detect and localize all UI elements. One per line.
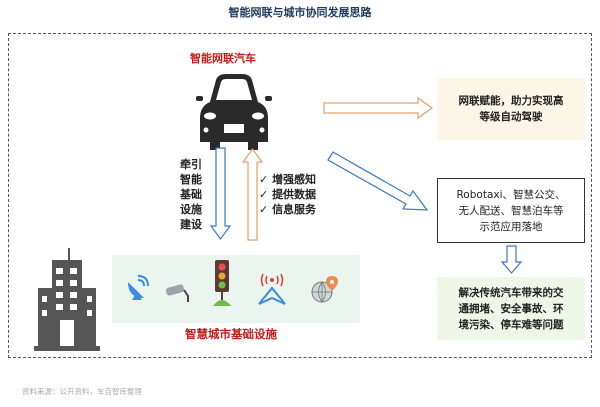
- outcome-line: 等级自动驾驶: [479, 111, 543, 123]
- check-icon: ✓: [259, 203, 269, 216]
- outcome-line: 境污染、停车难等问题: [458, 318, 564, 331]
- item-label: 信息服务: [272, 203, 317, 216]
- outcome-line: 通拥堵、安全事故、环: [458, 302, 564, 315]
- list-item: ✓ 增强感知: [259, 172, 316, 187]
- outcome-box-autonomous: 网联赋能，助力实现高等级自动驾驶: [437, 78, 585, 140]
- diagonal-arrow: [327, 151, 429, 211]
- car-icon: [196, 74, 272, 150]
- right-arrow: [323, 96, 434, 120]
- traffic-light-icon: [213, 260, 231, 306]
- outcome-line: 无人配送、智慧泊车等: [458, 204, 564, 217]
- outcome-box-applications: Robotaxi、智慧公交、无人配送、智慧泊车等示范应用落地: [437, 178, 585, 243]
- small-down-arrow: [501, 245, 523, 274]
- text-line: 设施: [180, 203, 202, 216]
- outcome-box-problems: 解决传统汽车带来的交通拥堵、安全事故、环境污染、停车难等问题: [437, 277, 585, 340]
- check-icon: ✓: [259, 173, 269, 186]
- outcome-line: Robotaxi、智慧公交、: [456, 188, 566, 201]
- building-icon: [34, 248, 100, 351]
- down-arrow: [210, 147, 232, 241]
- check-icon: ✓: [259, 188, 269, 201]
- car-label: 智能网联汽车: [190, 52, 256, 65]
- diagram-title: 智能网联与城市协同发展思路: [228, 6, 372, 19]
- outcome-line: 示范应用落地: [479, 220, 543, 233]
- signal-tower-icon: [258, 273, 286, 305]
- infra-label: 智慧城市基础设施: [185, 327, 277, 341]
- satellite-dish-icon: [128, 275, 149, 300]
- text-line: 智能: [180, 173, 202, 186]
- outcome-line: 网联赋能，助力实现高: [458, 95, 564, 107]
- dashed-frame: [8, 33, 592, 358]
- down-arrow-text: 牵引 智能 基础 设施 建设: [180, 157, 202, 232]
- cctv-camera-icon: [165, 284, 189, 302]
- list-item: ✓ 信息服务: [259, 202, 316, 217]
- text-line: 建设: [180, 218, 202, 231]
- item-label: 提供数据: [272, 188, 317, 201]
- text-line: 牵引: [180, 158, 202, 171]
- up-arrow: [242, 147, 264, 241]
- text-line: 基础: [180, 188, 202, 201]
- globe-location-icon: [311, 276, 338, 303]
- item-label: 增强感知: [272, 173, 317, 186]
- list-item: ✓ 提供数据: [259, 187, 316, 202]
- up-arrow-list: ✓ 增强感知 ✓ 提供数据 ✓ 信息服务: [259, 172, 316, 217]
- source-note: 资料来源：公开资料，车百智库整理: [22, 387, 142, 396]
- outcome-line: 解决传统汽车带来的交: [458, 286, 564, 299]
